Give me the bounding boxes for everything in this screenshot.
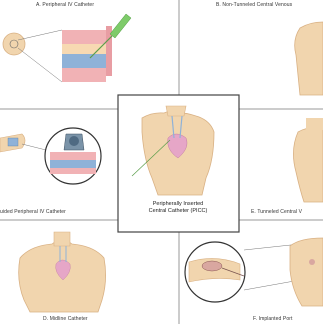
panel-a-zoom-line-1 xyxy=(18,30,62,40)
panel-c-probe-head xyxy=(69,136,79,146)
panel-d-illustration xyxy=(19,232,106,312)
panel-a-catheter-hub xyxy=(110,14,131,38)
panel-f-port xyxy=(202,261,222,271)
panel-a-skin-layer xyxy=(62,30,106,44)
panel-c-deep-tissue xyxy=(50,168,96,174)
panel-f-caption: F. Implanted Port xyxy=(253,316,293,322)
panel-a-zoom-line-2 xyxy=(18,48,62,82)
panel-b-torso xyxy=(295,22,323,95)
panel-b-caption: B. Non-Tunneled Central Venous xyxy=(216,2,292,8)
center-caption-line1: Peripherally Inserted xyxy=(138,201,218,208)
panel-c-illustration xyxy=(0,128,101,184)
center-caption-line2: Central Catheter (PICC) xyxy=(138,208,218,215)
panel-e-neck xyxy=(306,118,323,130)
center-caption: Peripherally Inserted Central Catheter (… xyxy=(138,201,218,215)
panel-c-caption: uided Peripheral IV Catheter xyxy=(0,209,66,215)
panel-a-hand-skin xyxy=(3,33,25,55)
panel-a-vein-wall xyxy=(62,68,106,82)
panel-a-caption: A. Peripheral IV Catheter xyxy=(36,2,94,8)
panel-e-caption: E. Tunneled Central V xyxy=(251,209,302,215)
center-neck xyxy=(166,106,186,116)
panel-c-skin xyxy=(50,152,96,160)
panel-f-torso-port xyxy=(309,259,315,265)
panel-e-torso xyxy=(293,128,323,203)
panel-c-probe xyxy=(8,138,18,146)
panel-c-vein xyxy=(50,160,96,168)
panel-f-illustration xyxy=(185,238,323,306)
panel-c-zoom-line xyxy=(22,144,46,150)
panel-a-vein xyxy=(62,54,106,68)
panel-a-illustration xyxy=(3,14,131,82)
panel-d-caption: D. Midline Catheter xyxy=(43,316,88,322)
panel-f-torso xyxy=(290,238,323,306)
panel-d-neck xyxy=(54,232,70,246)
